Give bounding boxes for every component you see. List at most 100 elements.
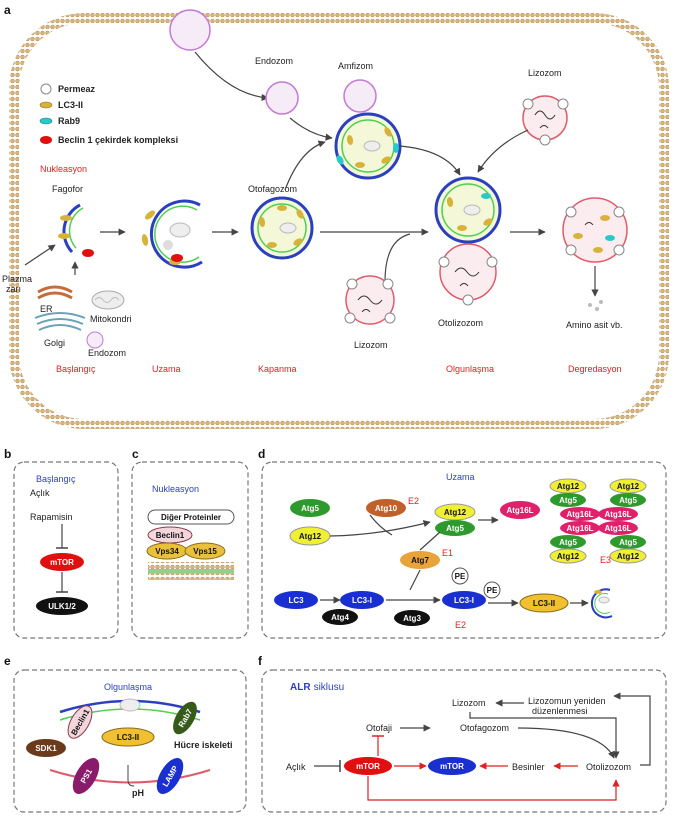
arrow-endosome-in (194, 51, 269, 102)
golgi-icon (34, 312, 86, 331)
label-golgi: Golgi (44, 338, 65, 348)
degrading-autolysosome (562, 197, 628, 263)
plasma-membrane (9, 13, 669, 429)
f-mtor-red-node (344, 757, 392, 775)
stage-olgunlasma: Olgunlaşma (446, 364, 494, 374)
d-atg5-a: Atg5 (301, 504, 319, 513)
d-atg10: Atg10 (375, 504, 398, 513)
d-e3-atg12-3: Atg12 (557, 552, 580, 561)
label-plazma: Plazma (2, 274, 32, 284)
label-lizozom-bottom: Lizozom (354, 340, 388, 350)
e-ph: pH (132, 788, 144, 798)
label-amfizom: Amfizom (338, 61, 373, 71)
d-atg12-b: Atg12 (444, 508, 467, 517)
legend-rab9: Rab9 (58, 116, 80, 126)
label-endozom-top: Endozom (255, 56, 293, 66)
rab9-icon (39, 117, 53, 125)
f-mtor-red: mTOR (356, 762, 380, 771)
label-nukleasyon: Nukleasyon (40, 164, 87, 174)
d-title: Uzama (446, 472, 475, 482)
permeaz-icon (40, 83, 52, 95)
d-e3-atg5-2: Atg5 (619, 496, 637, 505)
panel-a: Permeaz LC3-II Rab9 Beclin 1 çekirdek ko… (2, 9, 669, 429)
d-e3-atg16l-4: Atg16L (604, 524, 631, 533)
mitochondria-icon (91, 290, 125, 310)
d-e3-atg16l-2: Atg16L (604, 510, 631, 519)
b-ulk: ULK1/2 (48, 602, 76, 611)
d-e3-atg5-4: Atg5 (619, 538, 637, 547)
small-endosome-icon (86, 331, 104, 349)
d-atg4: Atg4 (331, 613, 349, 622)
f-otofaji: Otofaji (366, 723, 392, 733)
d-e3-complex: Atg12 Atg5 Atg12 Atg5 Atg16L Atg16L Atg1… (549, 478, 647, 564)
label-zari: zarı (6, 284, 21, 294)
amphisome (334, 79, 402, 180)
e-hucre: Hücre iskeleti (174, 740, 233, 750)
b-mtor-node (40, 553, 84, 571)
d-e3-atg12-4: Atg12 (617, 552, 640, 561)
panel-d: Uzama Atg5 Atg12 Atg10 E2 Atg12 Atg5 Atg… (261, 461, 667, 639)
label-fagofor: Fagofor (52, 184, 83, 194)
panel-label-d: d (258, 447, 265, 461)
lysosome-top (522, 95, 569, 146)
stage-uzama: Uzama (152, 364, 181, 374)
d-e3-atg16l-3: Atg16L (566, 524, 593, 533)
d-e3-atg5-1: Atg5 (559, 496, 577, 505)
d-e2-bottom: E2 (455, 620, 466, 630)
d-e2-top: E2 (408, 496, 419, 506)
d-lc3ii: LC3-II (533, 599, 555, 608)
panel-label-c: c (132, 447, 139, 461)
f-mtor-blue-node (428, 757, 476, 775)
legend-permeaz: Permeaz (58, 84, 96, 94)
d-atg12-a: Atg12 (299, 532, 322, 541)
d-e3: E3 (600, 555, 611, 565)
d-pe-a: PE (455, 572, 466, 581)
panel-b: Başlangıç Açlık Rapamisin mTOR ULK1/2 (13, 461, 119, 639)
f-besinler: Besinler (512, 762, 545, 772)
d-phagophore-mini (590, 588, 613, 619)
c-diger-node (147, 509, 235, 525)
phagophore (58, 203, 94, 257)
b-ulk-node (36, 597, 88, 615)
label-amino: Amino asit vb. (566, 320, 623, 330)
er-icon (37, 285, 73, 300)
stage-degredasyon: Degredasyon (568, 364, 622, 374)
label-mitokondri: Mitokondri (90, 314, 132, 324)
d-lc3i-b: LC3-I (454, 596, 474, 605)
budding-endosome (169, 9, 211, 51)
f-mtor-blue: mTOR (440, 762, 464, 771)
stage-kapanma: Kapanma (258, 364, 297, 374)
d-atg16l-a: Atg16L (506, 506, 533, 515)
panel-label-e: e (4, 654, 11, 668)
elongating-phagophore (141, 199, 203, 269)
c-vps15: Vps15 (193, 547, 217, 556)
label-otolizozom: Otolizozom (438, 318, 483, 328)
d-e3-atg5-3: Atg5 (559, 538, 577, 547)
label-endozom-small: Endozom (88, 348, 126, 358)
legend: Permeaz LC3-II Rab9 Beclin 1 çekirdek ko… (39, 83, 178, 145)
d-pe-b: PE (487, 586, 498, 595)
panel-label-b: b (4, 447, 11, 461)
f-yeniden-1: Lizozomun yeniden (528, 696, 606, 706)
d-e3-atg16l-1: Atg16L (566, 510, 593, 519)
c-beclin: Beclin1 (156, 531, 185, 540)
panel-e: Olgunlaşma Beclin1 Rab7 LC3-II SDK1 PS1 … (13, 669, 247, 813)
d-e1: E1 (442, 548, 453, 558)
e-title: Olgunlaşma (104, 682, 152, 692)
d-lc3i-a: LC3-I (352, 596, 372, 605)
c-diger: Diğer Proteinler (161, 513, 221, 522)
c-membrane (148, 562, 234, 580)
b-title: Başlangıç (36, 474, 76, 484)
legend-beclin: Beclin 1 çekirdek kompleksi (58, 135, 178, 145)
lysosome-bottom (344, 275, 396, 325)
legend-lc3: LC3-II (58, 100, 83, 110)
autophagosome (250, 196, 314, 260)
c-vps34: Vps34 (155, 547, 179, 556)
e-sdk1: SDK1 (35, 744, 57, 753)
f-otolizozom: Otolizozom (586, 762, 631, 772)
label-lizozom-top: Lizozom (528, 68, 562, 78)
lc3-icon (39, 101, 53, 109)
panel-c: Nukleasyon Diğer Proteinler Beclin1 Vps3… (131, 461, 249, 639)
